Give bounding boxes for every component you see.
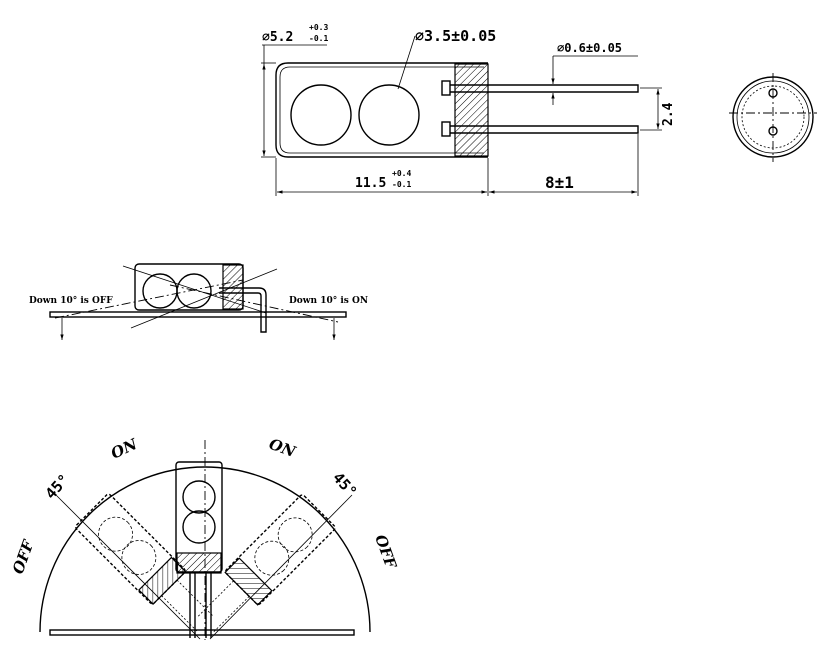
- body-diameter-tol-lower: -0.1: [309, 34, 328, 43]
- body-diameter-label: ⌀5.2: [262, 30, 293, 45]
- pin-length-label: 8±1: [545, 173, 574, 192]
- body-length-label: 11.5: [355, 176, 386, 191]
- body-diameter-tol-upper: +0.3: [309, 23, 328, 32]
- body-length-tol-upper: +0.4: [392, 169, 411, 178]
- body-length-tol-lower: -0.1: [392, 180, 411, 189]
- tilt-on-note: Down 10° is ON: [289, 296, 368, 306]
- angle-on-right: ON: [267, 435, 300, 462]
- ball-diameter-label: ⌀3.5±0.05: [415, 27, 496, 45]
- angle-off-left: OFF: [9, 537, 38, 577]
- angle-off-right: OFF: [371, 532, 400, 572]
- pin-pitch-label: 2.4: [661, 102, 676, 126]
- angle-on-left: ON: [108, 434, 141, 462]
- end-cap-hatch: [454, 63, 489, 157]
- tilt-view: Down 10° is OFF Down 10° is ON: [29, 263, 368, 340]
- ball-left: [290, 84, 352, 146]
- end-view: [729, 73, 817, 162]
- ball-right: [358, 84, 420, 146]
- angle-45-right: 45°: [329, 469, 361, 501]
- pin-diameter-label: ⌀0.6±0.05: [557, 41, 622, 55]
- angle-45-left: 45°: [42, 470, 74, 502]
- top-section-view: ⌀5.2 +0.3 -0.1 ⌀3.5±0.05 ⌀0.6±0.05 2.4 1…: [261, 23, 676, 196]
- angle-view: ON ON OFF OFF 45° 45°: [9, 434, 400, 640]
- tilt-off-note: Down 10° is OFF: [29, 296, 113, 306]
